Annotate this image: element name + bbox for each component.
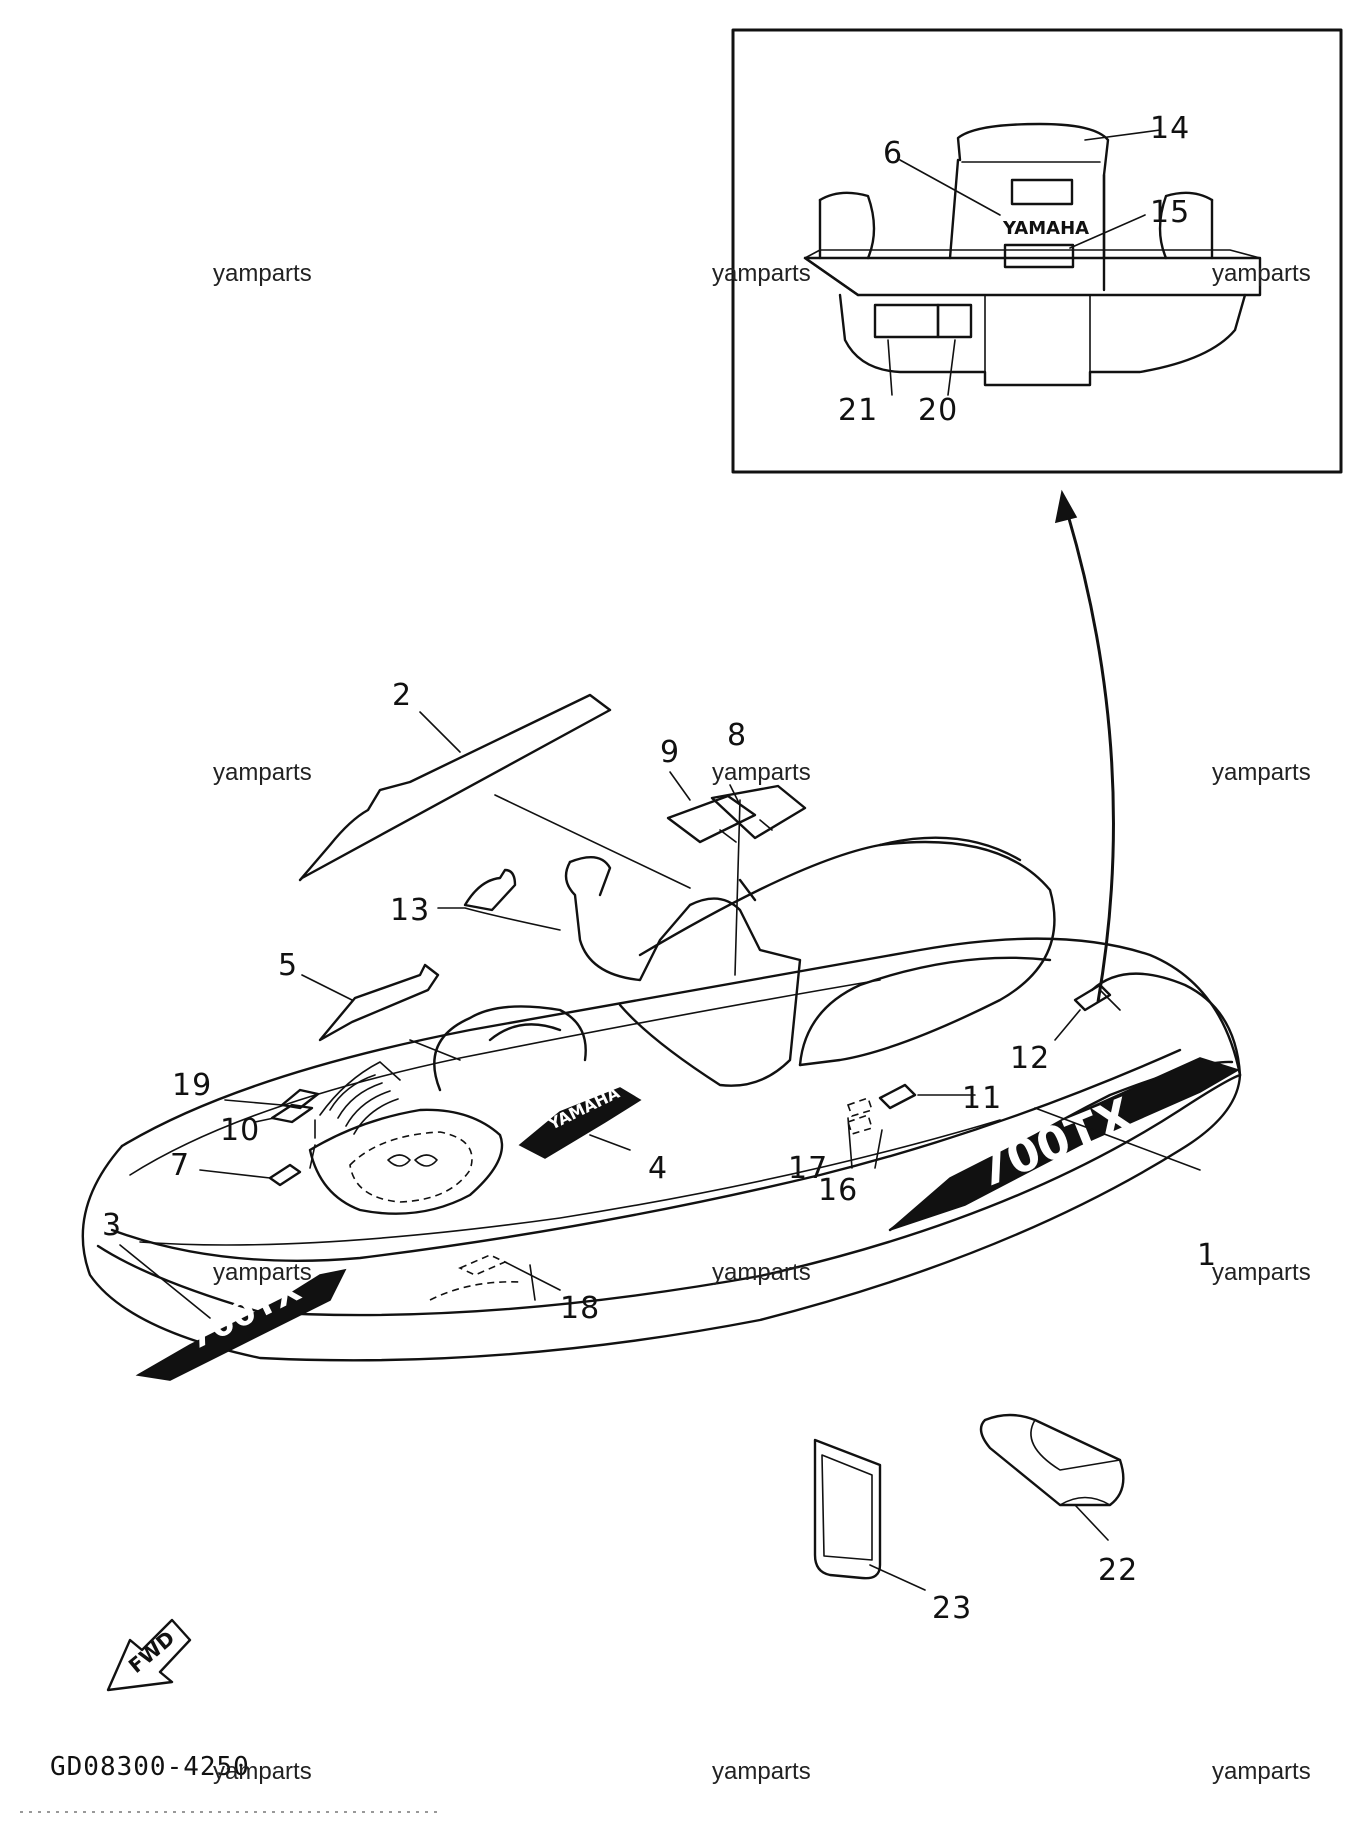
decal-14: [1010, 178, 1074, 206]
callout-21: 21: [838, 393, 878, 428]
decal-17: [846, 1113, 874, 1135]
callout-3: 3: [102, 1208, 122, 1243]
callout-labels: 1 2 3 4 5 7 8 9 10 11 12 13 16 17 18 19 …: [102, 678, 1217, 1626]
rear-deck-band: [803, 256, 1262, 297]
watermark: yamparts: [712, 1259, 811, 1286]
decal-1: 700TX: [889, 1057, 1240, 1231]
watercraft-hull: [81, 937, 1242, 1362]
view-arrow: [1054, 489, 1115, 1003]
decal-19: [280, 1088, 320, 1110]
watermark: yamparts: [712, 260, 811, 287]
callout-2: 2: [392, 678, 412, 713]
rear-brand-logo: YAMAHA: [1002, 218, 1089, 239]
seat-back-outline: [956, 122, 1110, 292]
callout-20: 20: [918, 393, 958, 428]
steering-cowl: [308, 856, 802, 1215]
watermark: yamparts: [712, 759, 811, 786]
leader-lines: [119, 711, 1201, 1591]
decal-15: [1003, 243, 1075, 269]
part-13: [463, 868, 517, 912]
rear-hull: [838, 293, 1247, 387]
decal-2: [298, 693, 612, 882]
callout-23: 23: [932, 1591, 972, 1626]
watermark: yamparts: [213, 1259, 312, 1286]
forward-arrow: FWD: [106, 1618, 192, 1692]
watermark: yamparts: [213, 260, 312, 287]
fwd-label: FWD: [124, 1626, 180, 1678]
decal-20: [936, 303, 973, 339]
callout-17: 17: [788, 1151, 828, 1186]
diagram-code: GD08300-4250: [50, 1752, 250, 1782]
callout-13: 13: [390, 893, 430, 928]
watermark: yamparts: [1212, 260, 1311, 287]
callout-9: 9: [660, 735, 680, 770]
part-22: [979, 1413, 1125, 1507]
callout-19: 19: [172, 1068, 212, 1103]
callout-11: 11: [962, 1081, 1002, 1116]
decal-7: [268, 1163, 302, 1187]
watermark: yamparts: [213, 1758, 312, 1785]
decal-10: [270, 1103, 314, 1124]
rear-view-inset: YAMAHA 14 6 15 21 20: [731, 28, 1343, 474]
callout-15: 15: [1150, 195, 1190, 230]
callout-8: 8: [727, 718, 747, 753]
callout-10: 10: [220, 1113, 260, 1148]
part-23: [813, 1438, 882, 1580]
decal-9: [666, 794, 757, 844]
hull-outline: [81, 972, 1242, 1362]
callout-4: 4: [648, 1151, 668, 1186]
watermark: yamparts: [1212, 1758, 1311, 1785]
decal-21: [873, 303, 940, 339]
decal-11: [878, 1083, 917, 1110]
decal-16: [846, 1096, 874, 1117]
inset-frame: [731, 28, 1343, 474]
callout-5: 5: [278, 948, 298, 983]
right-tower: [1158, 191, 1214, 260]
callout-12: 12: [1010, 1041, 1050, 1076]
decal-8: [710, 784, 807, 840]
watermark: yamparts: [213, 759, 312, 786]
decal-5: [318, 963, 440, 1042]
left-tower: [818, 191, 876, 260]
watermark: yamparts: [1212, 759, 1311, 786]
seat: [638, 836, 1121, 1067]
decal-12: [1073, 983, 1112, 1012]
callout-14: 14: [1150, 111, 1190, 146]
callout-22: 22: [1098, 1553, 1138, 1588]
callout-7: 7: [170, 1148, 190, 1183]
decal-18: [458, 1254, 507, 1276]
callout-6: 6: [883, 136, 903, 171]
watermark: yamparts: [712, 1758, 811, 1785]
callout-1: 1: [1197, 1238, 1217, 1273]
callout-18: 18: [560, 1291, 600, 1326]
callout-16: 16: [818, 1173, 858, 1208]
watermark: yamparts: [1212, 1259, 1311, 1286]
